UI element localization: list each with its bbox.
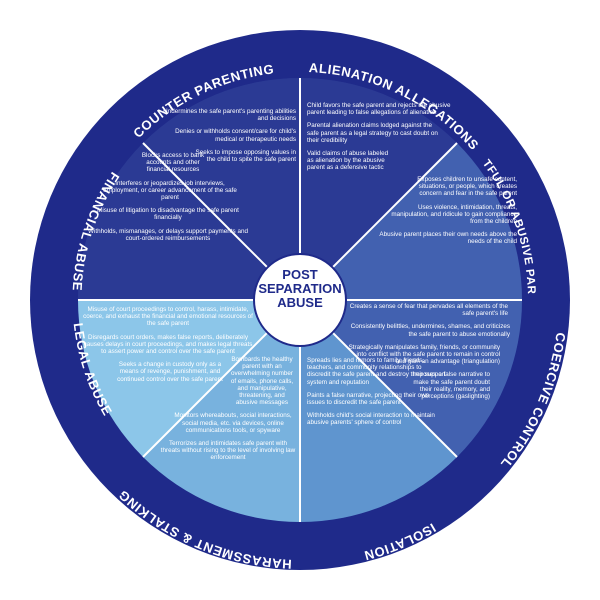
- center-title-line2: SEPARATION: [258, 281, 342, 296]
- isolation-items: Spreads lies and rumors to family, frien…: [307, 357, 452, 433]
- neglectful-parenting-items: Exposes children to unsafe content, situ…: [355, 176, 517, 252]
- coercive-control-item: Creates a sense of fear that pervades al…: [349, 303, 508, 318]
- alienation-allegations-items: Child favors the safe parent and rejects…: [307, 102, 452, 178]
- isolation-item: Paints a false narrative, projecting the…: [307, 391, 430, 407]
- legal-abuse-item: Disregards court orders, makes false rep…: [83, 333, 253, 356]
- segment-coercive-control: [300, 300, 522, 457]
- counter-parenting-item: Undermines the safe parent's parenting a…: [163, 108, 296, 123]
- isolation-item: Spreads lies and rumors to family, frien…: [307, 357, 446, 386]
- legal-abuse-item: Misuse of court proceedings to control, …: [83, 306, 253, 328]
- financial-abuse-item: Withholds, mismanages, or delays support…: [88, 227, 248, 242]
- financial-abuse-item: Blocks access to bank accounts and other…: [141, 152, 205, 174]
- coercive-control-item: Strategically manipulates family, friend…: [348, 343, 500, 366]
- segment-legal-abuse: [78, 300, 300, 457]
- harassment-stalking-items: Bombards the healthy parent with an over…: [150, 356, 296, 468]
- legal-abuse-item: Seeks a change in custody only as a mean…: [117, 361, 223, 383]
- financial-abuse-item: Interferes or jeopardizes job interviews…: [103, 179, 237, 202]
- alienation-allegations-item: Child favors the safe parent and rejects…: [307, 102, 451, 117]
- financial-abuse-items: Blocks access to bank accounts and other…: [86, 152, 250, 248]
- financial-abuse-item: Misuse of litigation to disadvantage the…: [97, 207, 239, 222]
- isolation-item: Withholds child's social interaction to …: [307, 412, 435, 427]
- segment-isolation: [300, 300, 457, 522]
- segment-financial-abuse: [77, 143, 300, 300]
- harassment-stalking-item: Monitors whereabouts, social interaction…: [174, 412, 292, 434]
- neglectful-parenting-item: Uses violence, intimidation, threats, ma…: [391, 203, 517, 226]
- coercive-control-item: Imposes a false narrative to make the sa…: [412, 371, 490, 401]
- neglectful-parenting-item: Abusive parent places their own needs ab…: [379, 231, 517, 246]
- center-title-line1: POST: [282, 267, 318, 282]
- alienation-allegations-item: Valid claims of abuse labeled as alienat…: [307, 150, 389, 172]
- harassment-stalking-item: Terrorizes and intimidates safe parent w…: [160, 440, 296, 462]
- center-circle: [253, 253, 347, 347]
- center-title: POST SEPARATION ABUSE: [255, 268, 345, 310]
- alienation-allegations-item: Parental alienation claims lodged agains…: [307, 122, 438, 144]
- coercive-control-item: Consistently belittles, undermines, sham…: [350, 323, 510, 338]
- center-title-line3: ABUSE: [277, 295, 323, 310]
- neglectful-parenting-item: Exposes children to unsafe content, situ…: [417, 176, 517, 198]
- counter-parenting-items: Undermines the safe parent's parenting a…: [150, 108, 296, 169]
- segment-neglectful-parenting: [300, 143, 522, 300]
- coercive-control-items: Creates a sense of fear that pervades al…: [348, 303, 514, 406]
- harassment-stalking-item: Bombards the healthy parent with an over…: [230, 356, 294, 407]
- legal-abuse-items: Misuse of court proceedings to control, …: [82, 306, 254, 389]
- segment-harassment-stalking: [143, 300, 300, 522]
- counter-parenting-item: Seeks to impose opposing values in the c…: [195, 148, 296, 164]
- counter-parenting-item: Denies or withholds consent/care for chi…: [175, 128, 296, 143]
- segment-counter-parenting: [143, 77, 300, 300]
- segment-alienation-allegations: [300, 78, 457, 300]
